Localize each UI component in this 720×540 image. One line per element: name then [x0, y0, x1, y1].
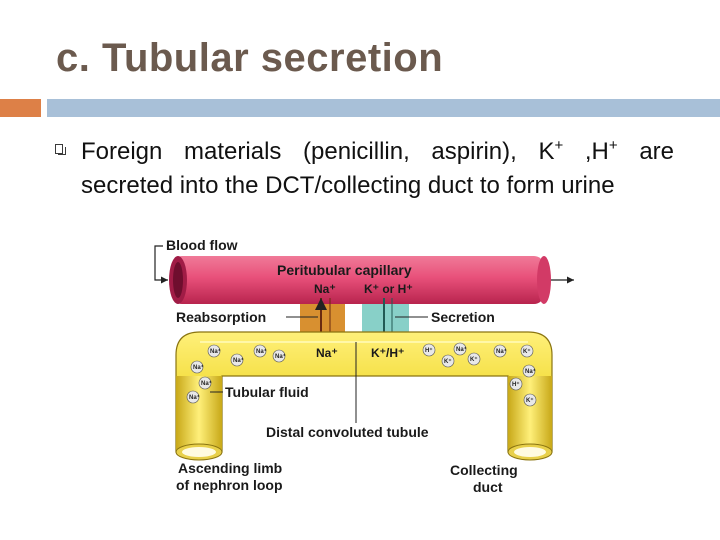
ion-na: Na⁺: [207, 344, 221, 358]
ion-h: H⁺: [509, 377, 523, 391]
collecting-duct-label-2: duct: [473, 479, 503, 495]
ion-na: Na⁺: [253, 344, 267, 358]
slide-title: c. Tubular secretion: [56, 36, 444, 80]
svg-text:Na⁺: Na⁺: [189, 394, 200, 401]
svg-text:H⁺: H⁺: [425, 347, 433, 354]
bullet-text: Foreign materials (penicillin, aspirin),…: [81, 135, 674, 227]
svg-text:Na⁺: Na⁺: [496, 348, 507, 355]
ascending-limb-label-2: of nephron loop: [176, 477, 283, 493]
blood-flow-label: Blood flow: [166, 237, 238, 253]
ion-k: K⁺: [523, 393, 537, 407]
ion-k: K⁺: [520, 344, 534, 358]
svg-text:K⁺: K⁺: [444, 358, 452, 365]
ion-na: Na⁺: [522, 364, 536, 378]
peritubular-capillary-label: Peritubular capillary: [277, 262, 412, 278]
accent-bar-blue: [47, 99, 720, 117]
tubular-fluid-label: Tubular fluid: [225, 384, 309, 400]
bullet-text-part-2: ,H: [563, 138, 609, 165]
na-bottom-label: Na⁺: [316, 346, 338, 360]
ion-na: Na⁺: [230, 353, 244, 367]
svg-text:K⁺: K⁺: [526, 397, 534, 404]
blood-flow-arrow: [154, 245, 574, 284]
bullet-square-icon: [55, 144, 66, 155]
k-h-top-label: K⁺ or H⁺: [364, 282, 413, 296]
distal-tubule: [175, 331, 553, 461]
secretion-label: Secretion: [431, 309, 495, 325]
svg-text:H⁺: H⁺: [512, 381, 520, 388]
ion-k: K⁺: [467, 352, 481, 366]
svg-text:Na⁺: Na⁺: [525, 368, 536, 375]
bullet-text-sup-k: +: [554, 137, 564, 154]
svg-text:Na⁺: Na⁺: [256, 348, 267, 355]
svg-text:Na⁺: Na⁺: [275, 353, 286, 360]
ion-na: Na⁺: [190, 360, 204, 374]
svg-text:Na⁺: Na⁺: [201, 380, 212, 387]
svg-text:K⁺: K⁺: [523, 348, 531, 355]
ion-na: Na⁺: [272, 349, 286, 363]
svg-text:Na⁺: Na⁺: [233, 357, 244, 364]
peritubular-capillary: [169, 256, 551, 304]
ion-na: Na⁺: [493, 344, 507, 358]
ion-na: Na⁺: [453, 342, 467, 356]
svg-text:K⁺: K⁺: [470, 356, 478, 363]
na-top-label: Na⁺: [314, 282, 336, 296]
ion-k: K⁺: [441, 354, 455, 368]
svg-text:Na⁺: Na⁺: [456, 346, 467, 353]
ascending-limb-label-1: Ascending limb: [178, 460, 282, 476]
ion-h: H⁺: [422, 343, 436, 357]
svg-text:Na⁺: Na⁺: [193, 364, 204, 371]
k-h-bottom-label: K⁺/H⁺: [371, 346, 404, 360]
collecting-duct-label-1: Collecting: [450, 462, 518, 478]
bullet-text-sup-h: +: [608, 137, 618, 154]
ion-na: Na⁺: [198, 376, 212, 390]
dct-label: Distal convoluted tubule: [266, 424, 429, 440]
bullet-text-part-1: Foreign materials (penicillin, aspirin),…: [81, 138, 555, 165]
reabsorption-label: Reabsorption: [176, 309, 266, 325]
ion-particles: Na⁺ Na⁺ Na⁺ Na⁺ Na⁺ Na⁺ Na⁺ H⁺ K⁺ Na⁺ K⁺…: [186, 342, 537, 407]
bullet-text-part-3: are secreted into the DCT/collecting duc…: [81, 138, 674, 199]
ion-na: Na⁺: [186, 390, 200, 404]
svg-text:Na⁺: Na⁺: [210, 348, 221, 355]
accent-bar-orange: [0, 99, 41, 117]
